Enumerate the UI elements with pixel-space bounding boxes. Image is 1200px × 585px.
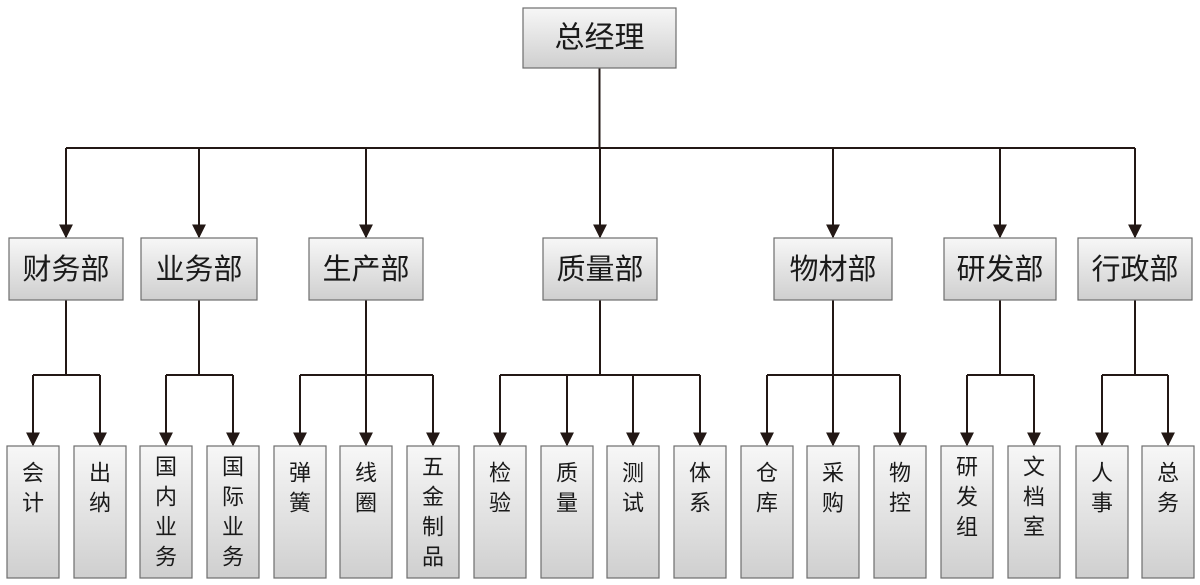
sub-label-char: 五 [422,456,444,481]
department-box [308,237,424,301]
sub-label-char: 购 [822,492,844,517]
sub-label-char: 会 [22,462,44,487]
sub-box [806,445,860,579]
root-box [522,7,677,69]
root-label: 总经理 [555,21,645,56]
connector-lines [26,68,1175,447]
sub-label-char: 事 [1091,492,1113,517]
sub-label-char: 采 [822,462,844,487]
sub-box [673,445,727,579]
sub-box [606,445,660,579]
sub-label-char: 质 [556,462,578,487]
department-label: 财务部 [22,252,109,286]
sub-box [1007,445,1061,579]
sub-box [406,445,460,579]
sub-label-char: 测 [622,462,644,487]
sub-label-char: 研 [956,456,978,481]
sub-box [1141,445,1195,579]
sub-label-char: 簧 [289,492,311,517]
sub-label-char: 档 [1023,486,1045,511]
sub-label-char: 弹 [289,462,311,487]
sub-label-char: 务 [155,546,177,571]
sub-label-char: 体 [689,462,711,487]
department-box [542,237,658,301]
sub-label-char: 线 [355,462,377,487]
department-label: 行政部 [1091,252,1178,286]
sub-box [473,445,527,579]
sub-label-char: 室 [1023,516,1045,541]
sub-box [6,445,60,579]
sub-label-char: 物 [889,462,911,487]
sub-label-char: 圈 [355,492,377,517]
sub-label-char: 国 [155,456,177,481]
sub-label-char: 业 [222,516,244,541]
department-label: 业务部 [155,252,242,286]
sub-label-char: 人 [1091,462,1113,487]
sub-box [339,445,393,579]
department-box [8,237,124,301]
sub-label-char: 系 [689,492,711,517]
sub-label-char: 计 [22,492,44,517]
sub-box [540,445,594,579]
sub-box [139,445,193,579]
sub-label-char: 量 [556,492,578,517]
sub-label-char: 务 [222,546,244,571]
sub-box [206,445,260,579]
department-box [1077,237,1193,301]
sub-label-char: 制 [422,516,444,541]
sub-label-char: 出 [89,462,111,487]
sub-label-char: 仓 [756,462,778,487]
department-label: 物材部 [789,252,876,286]
sub-label-char: 控 [889,492,911,517]
sub-label-char: 组 [956,516,978,541]
sub-label-char: 库 [756,492,778,517]
sub-label-char: 业 [155,516,177,541]
sub-label-char: 总 [1157,462,1179,487]
org-nodes: 总经理财务部会计会计出纳出纳业务部国内业务国内业务国际业务国际业务生产部弹簧弹簧… [6,7,1195,579]
department-label: 生产部 [322,252,409,286]
sub-label-char: 际 [222,486,244,511]
sub-box [273,445,327,579]
sub-label-char: 验 [489,492,511,517]
department-box [140,237,258,301]
sub-box [740,445,794,579]
sub-box [873,445,927,579]
sub-label-char: 品 [422,546,444,571]
department-label: 质量部 [556,252,643,286]
sub-label-char: 务 [1157,492,1179,517]
department-box [943,237,1057,301]
department-label: 研发部 [956,252,1043,286]
sub-box [940,445,994,579]
sub-label-char: 金 [422,486,444,511]
sub-label-char: 发 [956,486,978,511]
sub-label-char: 试 [622,492,644,517]
sub-box [73,445,127,579]
sub-label-char: 纳 [89,492,111,517]
sub-label-char: 国 [222,456,244,481]
sub-label-char: 内 [155,486,177,511]
sub-label-char: 检 [489,462,511,487]
sub-label-char: 文 [1023,456,1045,481]
department-box [773,237,893,301]
sub-box [1075,445,1129,579]
